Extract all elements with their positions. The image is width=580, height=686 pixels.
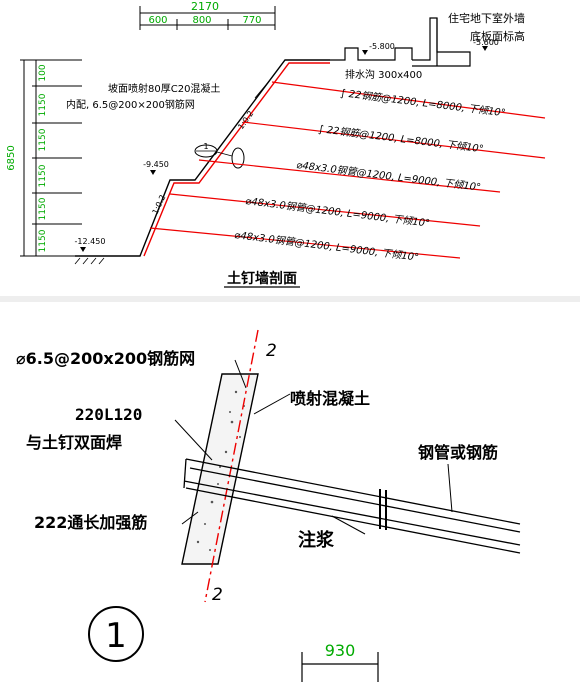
top-dim-part-3: 770 [242,15,261,26]
left-dim-part-4: 1150 [38,164,48,187]
top-dimension [139,6,276,30]
bottom-dim-value: 930 [325,641,356,660]
nail-4 [169,193,481,227]
detail-marker-1: 1 [194,142,245,169]
elevation-floor-mark: -5.600 [473,38,499,51]
mesh-label: ⌀6.5@200x200钢筋网 [16,349,195,368]
grout-marks [379,489,387,530]
bottom-dimension [301,652,379,682]
left-dim-part-2: 1150 [38,93,48,116]
nail-head-detail-panel: ⌀6.5@200x200钢筋网 喷射混凝土 220L120 与土钉双面焊 钢管或… [0,302,580,686]
soil-nails [149,81,546,259]
svg-text:1: 1 [203,142,208,151]
elevation-mid-mark: -9.450 [143,160,169,175]
soil-nail-bar [183,458,521,554]
left-dim-part-3: 1150 [38,128,48,151]
nail-label-3: ⌀48x3.0钢管@1200, L=9000, 下倾10° [296,159,482,194]
svg-text:-5.600: -5.600 [473,38,499,47]
ground-hatch [74,257,105,265]
shotcrete-facing [143,62,330,257]
soil-nail-section-panel: 2170 600 800 770 6850 100 1150 1150 1150… [0,0,580,296]
reinforcement-mesh-line [204,329,259,603]
left-dim-part-5: 1150 [38,197,48,220]
bar-label: 钢管或钢筋 [418,443,498,462]
svg-text:-9.450: -9.450 [143,160,169,169]
shotcrete-leader [254,79,271,99]
angle-label-line2: 与土钉双面焊 [26,433,122,452]
nail-5 [149,227,461,259]
section-caption: 土钉墙剖面 [227,270,297,287]
stiffener-label: 222通长加强筋 [34,513,147,532]
basement-wall [330,17,471,67]
detail-marker-circle: 1 [88,606,144,662]
elevation-bottom-mark: -12.450 [75,237,106,252]
nail-label-5: ⌀48x3.0钢管@1200, L=9000, 下倾10° [234,229,420,264]
left-dim-part-1: 100 [38,64,48,81]
angle-label-line1: 220L120 [75,405,142,424]
nail-3 [198,159,501,193]
section-mark-bottom: 2 [212,585,223,605]
left-dim-part-6: 1150 [38,229,48,252]
building-note-line2: 底板面标高 [470,29,525,43]
grout-label: 注浆 [298,529,335,551]
svg-text:-12.450: -12.450 [75,237,106,246]
nail-label-4: ⌀48x3.0钢管@1200, L=9000, 下倾10° [245,195,431,230]
nail-label-2: ∫ 22钢筋@1200, L=8000, 下倾10° [318,123,485,155]
label-leaders [174,359,453,535]
top-dim-part-1: 600 [148,15,167,26]
nail-1 [271,81,546,119]
elevation-ground-mark: -5.800 [362,42,395,55]
section-mark-top: 2 [266,341,277,361]
nail-2 [242,121,546,159]
building-note-line1: 住宅地下室外墙 [448,11,525,25]
shotcrete-note-line1: 坡面喷射80厚C20混凝土 [108,82,220,95]
panel-divider [0,296,580,302]
detail-drawing: ⌀6.5@200x200钢筋网 喷射混凝土 220L120 与土钉双面焊 钢管或… [16,329,521,682]
left-dim-total: 6850 [6,145,17,170]
top-dim-part-2: 800 [192,15,211,26]
svg-text:1: 1 [105,616,127,656]
shotcrete-note-line2: 内配, 6.5@200×200钢筋网 [66,98,195,111]
shotcrete-band [181,373,259,565]
section-drawing: 2170 600 800 770 6850 100 1150 1150 1150… [6,0,546,288]
left-dimension [20,59,82,257]
drain-label: 排水沟 300x400 [345,68,422,81]
shotcrete-label: 喷射混凝土 [290,389,370,408]
svg-text:-5.800: -5.800 [369,42,395,51]
top-dim-total: 2170 [191,0,219,13]
excavation-profile [75,59,330,257]
nail-label-1: ∫ 22钢筋@1200, L=8000, 下倾10° [340,87,507,119]
